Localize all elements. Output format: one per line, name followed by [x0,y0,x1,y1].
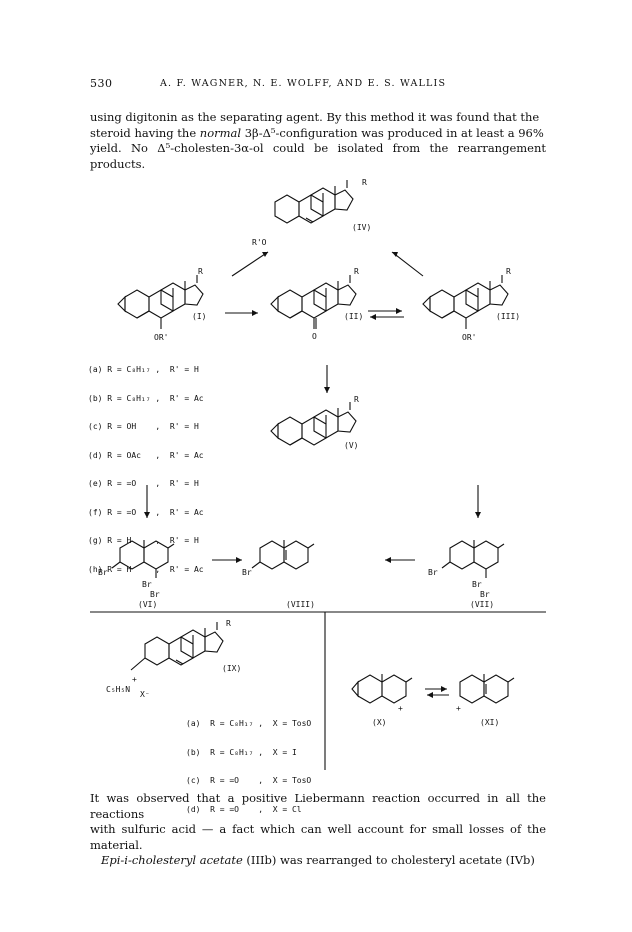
label-viii: (VIII) [286,600,315,609]
label-br-viii: Br [242,568,252,577]
list-i-b: (b) R = C₈H₁₇ , R' = Ac [88,393,204,403]
paragraph-top: using digitonin as the separating agent.… [90,110,546,172]
label-r-iv: R [362,178,367,187]
list-i-g: (g) R = H , R' = H [88,536,199,545]
structure-iv [274,180,354,224]
list-i-a: (a) R = C₈H₁₇ , R' = H [88,365,199,374]
label-plus-xi: + [456,704,461,713]
line-2: with sulfuric acid — a fact which can we… [90,822,546,852]
line-2a: steroid having the [90,125,200,140]
label-r-v: R [354,395,359,404]
structure-ii [271,275,356,329]
label-iii: (III) [496,312,521,321]
list-ix: (a) R = C₈H₁₇ , X = TosO (b) R = C₈H₁₇ ,… [186,700,311,833]
list-ix-b: (b) R = C₈H₁₇ , X = I [186,747,297,757]
label-xi: (XI) [480,718,500,727]
structure-x [351,673,413,704]
label-o-ii: O [312,332,317,341]
list-i-h: (h) R = H , R' = Ac [88,564,204,574]
line-1: using digitonin as the separating agent.… [90,110,540,124]
line-3-italic: Epi-i-cholesteryl acetate [100,853,243,867]
reaction-arrows [144,251,481,698]
list-i-e: (e) R = =O , R' = H [88,479,199,488]
line-3: yield. No Δ⁵-cholesten-3α-ol could be is… [90,141,546,171]
structure-xi [459,673,515,704]
list-i-f: (f) R = =O , R' = Ac [88,507,204,517]
label-or-iii: OR' [462,333,477,342]
label-x: (X) [372,718,387,727]
structure-v [271,402,356,445]
label-ro: R'O [252,238,267,247]
list-ix-d: (d) R = =O , X = Cl [186,804,302,814]
list-ix-a: (a) R = C₈H₁₇ , X = TosO [186,719,312,728]
label-r-ix: R [226,619,231,628]
line-1: It was observed that a positive Lieberma… [90,791,546,821]
line-3: (IIIb) was rearranged to cholesteryl ace… [242,853,535,867]
label-br-vi-1: Br [98,568,108,577]
list-i: (a) R = C₈H₁₇ , R' = H (b) R = C₈H₁₇ , R… [88,346,204,593]
label-br-vii-3: Br [480,590,490,599]
structure-viii [251,539,315,570]
list-ix-c: (c) R = =O , X = TosO [186,776,312,785]
label-plus-x: + [398,704,403,713]
label-i: (I) [192,312,207,321]
running-head: A. F. WAGNER, N. E. WOLFF, AND E. S. WAL… [160,78,447,89]
paragraph-bottom: It was observed that a positive Lieberma… [90,791,546,869]
label-vi: (VI) [138,600,158,609]
label-plus-ix: + [132,675,137,684]
label-pyridinium: C₅H₅N [106,685,131,694]
label-iv: (IV) [352,223,372,232]
label-x-minus: X⁻ [140,690,150,699]
label-r-ii: R [354,267,359,276]
label-ix: (IX) [222,664,242,673]
structure-i [118,275,203,329]
label-br-vi-3: Br [150,590,160,599]
line-2b: 3β-Δ⁵-configuration was produced in at l… [241,125,544,140]
line-2-italic: normal [199,125,242,140]
label-r-i: R [198,267,203,276]
structure-ix [130,622,224,671]
structure-vii [441,539,505,578]
label-br-vii-1: Br [428,568,438,577]
list-i-d: (d) R = OAc , R' = Ac [88,450,204,460]
label-vii: (VII) [470,600,495,609]
label-br-vi-2: Br [142,580,152,589]
structure-iii [423,275,508,329]
list-i-c: (c) R = OH , R' = H [88,422,199,431]
page-number: 530 [90,77,113,90]
label-v: (V) [344,441,359,450]
label-or-i: OR' [154,333,169,342]
label-ii: (II) [344,312,364,321]
label-r-iii: R [506,267,511,276]
label-br-vii-2: Br [472,580,482,589]
structure-vi [111,539,175,578]
